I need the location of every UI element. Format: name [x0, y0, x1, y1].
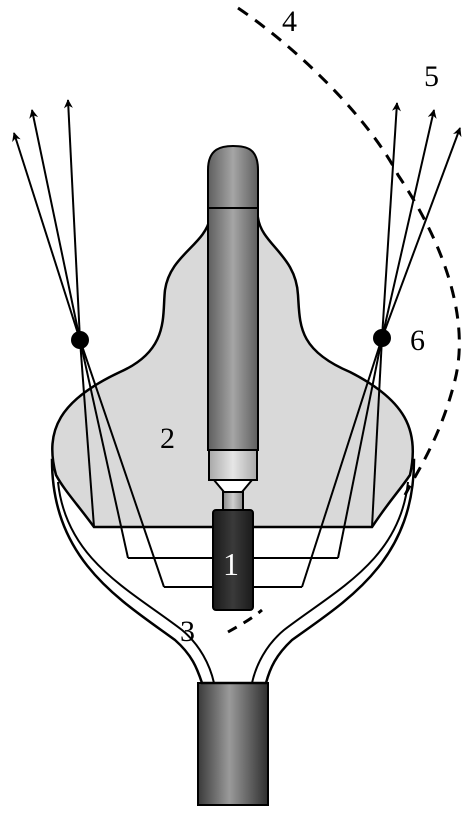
label-5: 5	[424, 60, 439, 93]
dashed-boundary	[237, 6, 461, 496]
label-3: 3	[180, 615, 195, 648]
focal-point-left	[71, 331, 89, 349]
lamp-collar	[208, 449, 258, 481]
inner-shell-right	[251, 481, 409, 684]
emitter-block	[212, 509, 254, 611]
label-2: 2	[160, 422, 175, 455]
lamp-tube-tip	[207, 144, 259, 209]
focal-point-right	[373, 329, 391, 347]
inner-shell-left	[57, 481, 215, 684]
rays-right	[301, 102, 462, 588]
dashed-inner	[227, 608, 263, 634]
label-1: 1	[223, 546, 239, 582]
rays-left	[12, 99, 165, 588]
lamp-tube	[207, 207, 259, 451]
base-cylinder	[197, 682, 269, 806]
label-4: 4	[282, 5, 297, 38]
label-6: 6	[410, 324, 425, 357]
lamp-connector	[222, 491, 244, 511]
